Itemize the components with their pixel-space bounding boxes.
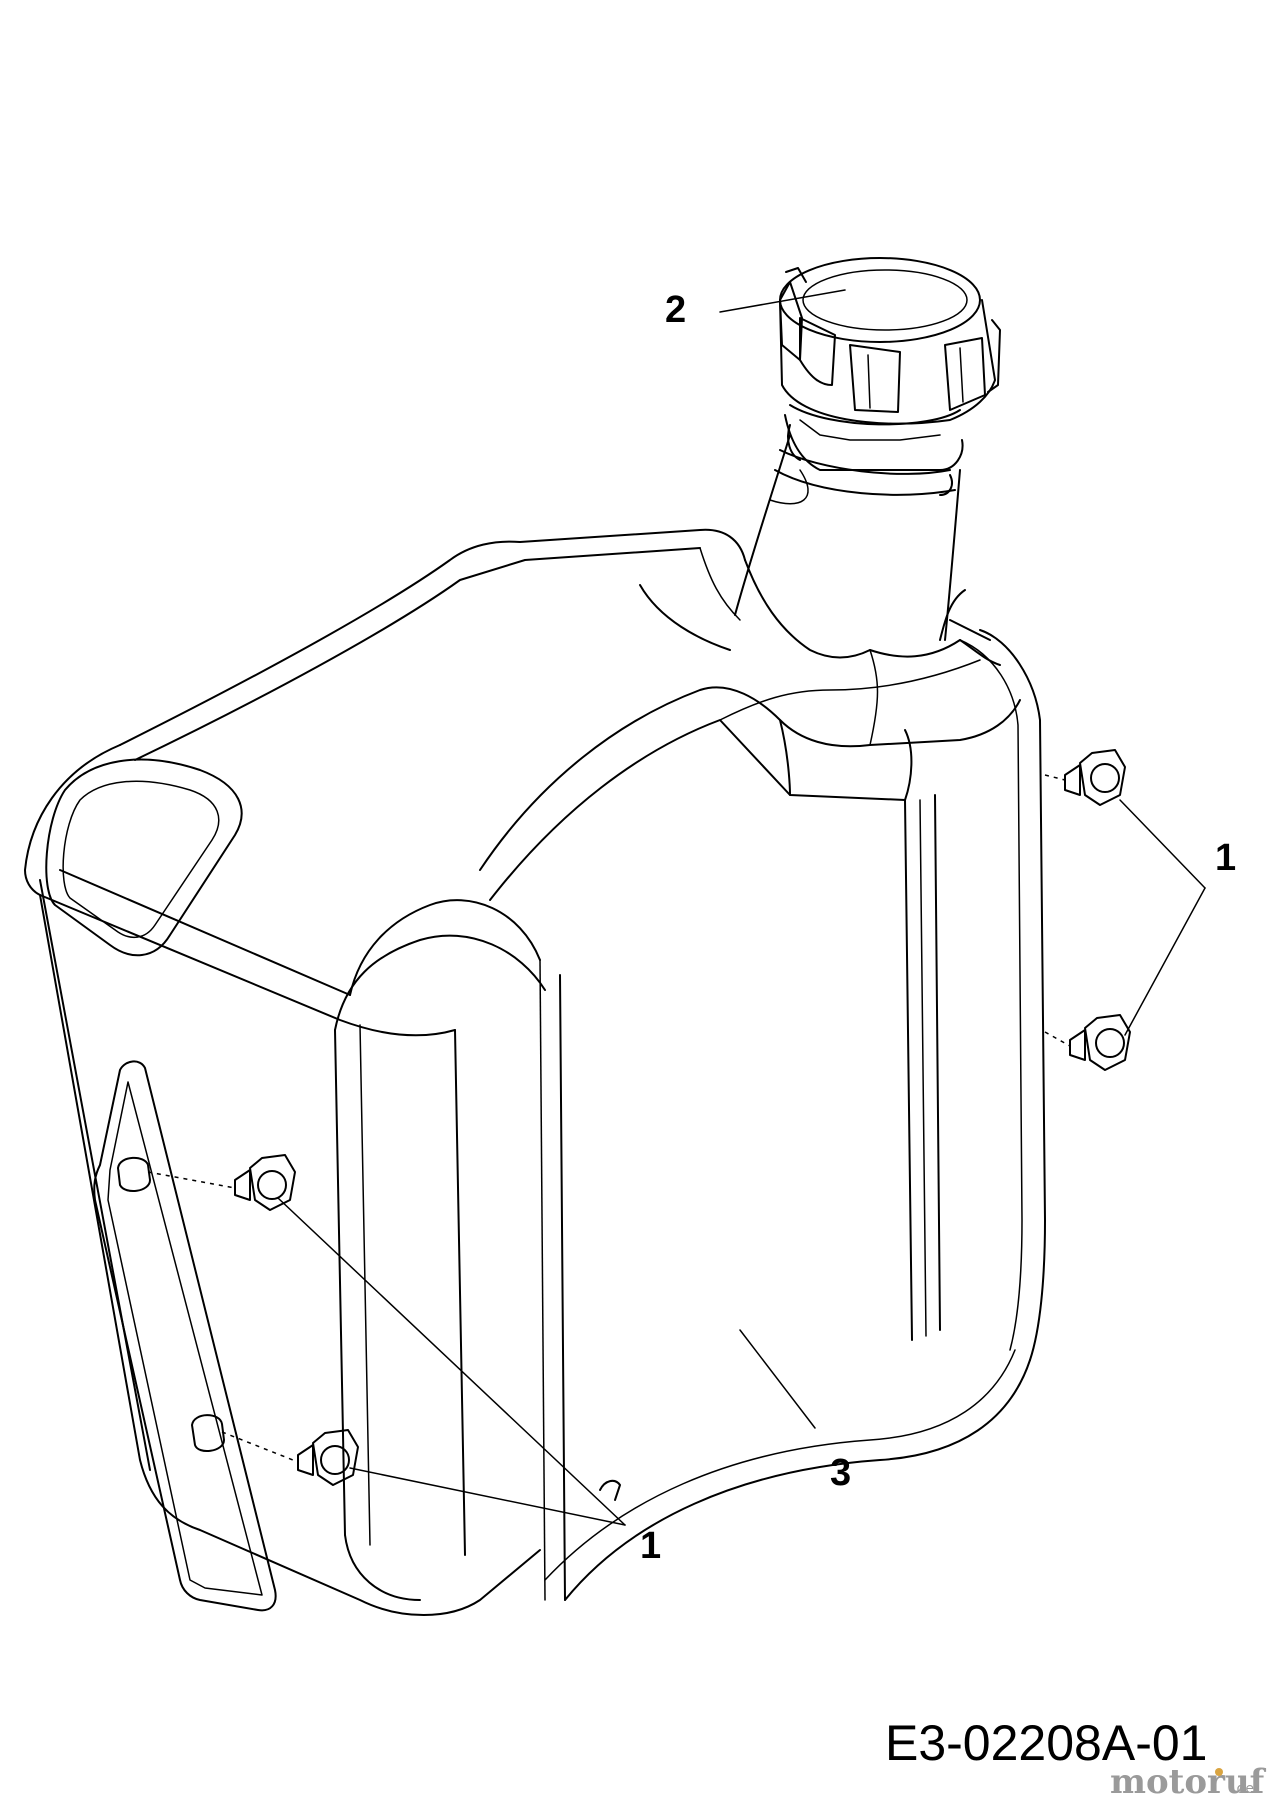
watermark-logo: motoruf .de xyxy=(1110,1762,1267,1800)
mounting-bracket xyxy=(93,1060,277,1612)
drawing-number: E3-02208A-01 xyxy=(885,1715,1207,1771)
bolt-right-upper[interactable] xyxy=(1064,749,1126,806)
callout-bolt-right: 1 xyxy=(1215,837,1236,879)
leader-lines xyxy=(277,289,1206,1526)
callout-fuel-tank: 3 xyxy=(830,1452,851,1494)
filler-neck xyxy=(734,404,964,641)
watermark-suffix: .de xyxy=(1232,1781,1254,1797)
fuel-tank[interactable] xyxy=(24,528,1046,1616)
watermark-text: motoruf xyxy=(1110,1762,1267,1800)
bolt-right-lower[interactable] xyxy=(1069,1014,1131,1071)
watermark-dot xyxy=(1215,1768,1223,1776)
callout-bolt-left: 1 xyxy=(640,1525,661,1567)
fuel-cap[interactable] xyxy=(779,257,1001,425)
bolt-left-lower[interactable] xyxy=(297,1429,359,1486)
bolt-left-upper[interactable] xyxy=(234,1154,296,1211)
callout-fuel-cap: 2 xyxy=(665,289,686,331)
alignment-lines xyxy=(147,774,1071,1463)
